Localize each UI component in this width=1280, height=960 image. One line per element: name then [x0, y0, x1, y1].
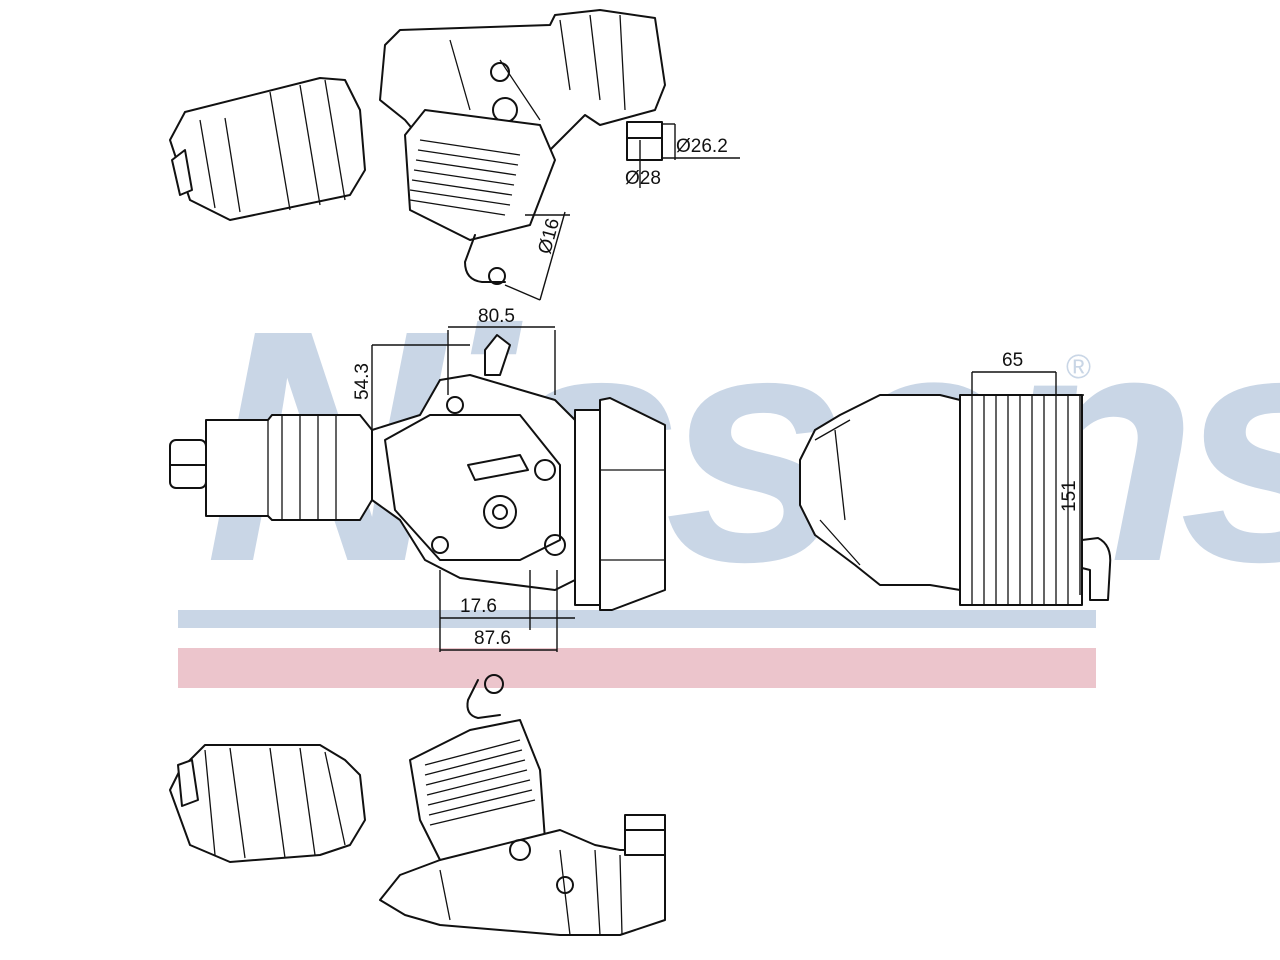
dim-label-87-6: 87.6 [474, 628, 511, 649]
dim-label-17-6: 17.6 [460, 596, 497, 617]
dim-label-54-3: 54.3 [352, 363, 373, 400]
watermark-blue-band [178, 610, 1096, 628]
side-view-assembly [169, 334, 666, 611]
dim-label-151: 151 [1059, 480, 1080, 512]
end-view-assembly: 65 151 [799, 350, 1112, 606]
dim-label-d26-2: Ø26.2 [676, 136, 728, 157]
dim-label-65: 65 [1002, 350, 1023, 371]
watermark-red-band [178, 648, 1096, 688]
dim-label-d28: Ø28 [625, 168, 661, 189]
cooler-fins [971, 395, 1069, 605]
dim-label-80-5: 80.5 [478, 306, 515, 327]
side-dimensions: 80.5 54.3 17.6 87.6 [352, 306, 575, 652]
top-view-assembly [169, 9, 666, 285]
watermark-registered-mark: ® [1066, 348, 1091, 386]
dim-label-d16: Ø16 [535, 216, 565, 256]
bottom-view-assembly [169, 674, 666, 936]
